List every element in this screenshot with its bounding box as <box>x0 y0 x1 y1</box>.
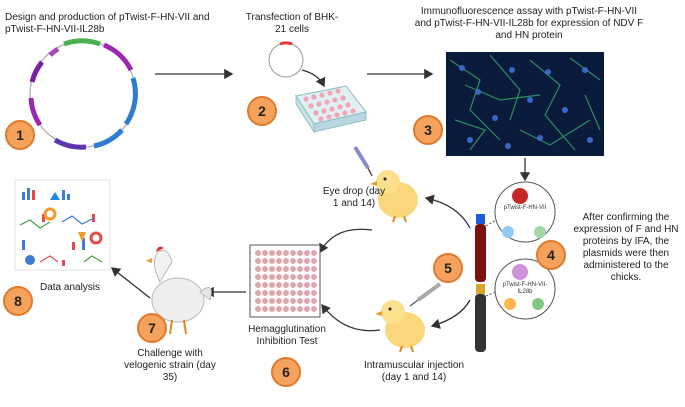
chick-eye-drop <box>370 170 418 223</box>
plasmid-a-bubble <box>485 181 556 243</box>
small-plasmid <box>268 42 304 78</box>
step-badge-7: 7 <box>137 313 167 343</box>
step2-caption: Transfection of BHK-21 cells <box>245 12 339 35</box>
step1-caption: Design and production of pTwist-F-HN-VII… <box>5 12 210 35</box>
vial-plasmid-a <box>475 214 486 282</box>
adult-chicken <box>146 246 212 335</box>
step4-caption: After confirming the expression of F and… <box>573 212 679 283</box>
syringe <box>409 282 442 307</box>
step-badge-8: 8 <box>3 286 33 316</box>
step-badge-4: 4 <box>536 240 566 270</box>
chick-intramuscular <box>375 300 425 353</box>
plasmid-map <box>28 38 138 150</box>
cell-culture-plate <box>295 85 367 134</box>
vial-plasmid-b <box>475 284 486 352</box>
ifa-microscopy-image <box>446 52 604 156</box>
plasmid-b-bubble <box>485 258 556 320</box>
eye-drop-caption: Eye drop (day 1 and 14) <box>322 186 386 209</box>
intramuscular-caption: Intramuscular injection (day 1 and 14) <box>363 360 465 383</box>
eye-dropper <box>353 145 373 177</box>
step-badge-2: 2 <box>247 96 277 126</box>
step6-caption: Hemagglutination Inhibition Test <box>248 324 326 347</box>
step-badge-6: 6 <box>271 357 301 387</box>
data-analysis-graphs <box>14 179 111 271</box>
hi-test-plate <box>249 244 321 318</box>
plasmid-a-label: pTwist-F-HN-VII <box>503 205 547 211</box>
step7-caption: Challenge with velogenic strain (day 35) <box>124 348 216 383</box>
step-badge-5: 5 <box>433 253 463 283</box>
step3-caption: Immunofluorescence assay with pTwist-F-H… <box>414 6 644 41</box>
step-badge-3: 3 <box>413 115 443 145</box>
step-badge-1: 1 <box>5 120 35 150</box>
plasmid-b-label: pTwist-F-HN-VII-IL28b <box>502 282 548 295</box>
step8-caption: Data analysis <box>40 282 101 293</box>
